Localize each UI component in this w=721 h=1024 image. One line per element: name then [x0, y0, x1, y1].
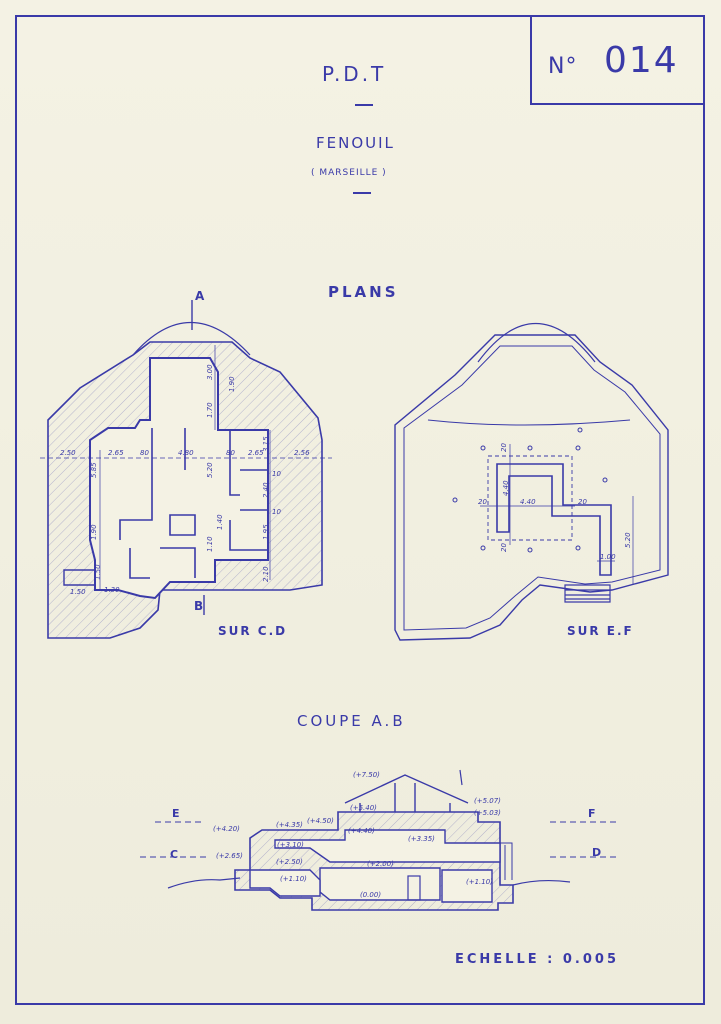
dim-r-7: 1.00: [600, 553, 616, 561]
section-levels: (+7.50) (+5.40) (+5.07) (+5.03) (+4.35) …: [213, 771, 501, 899]
section-ground-left: [167, 877, 241, 889]
sheet-title: P.D.T: [322, 62, 387, 86]
plan-right-inner: [403, 345, 661, 631]
level-11: (+2.50): [276, 858, 303, 866]
dim-l-12: 3.15: [262, 436, 270, 452]
dim-r-3: 4.40: [520, 498, 536, 506]
dim-l-10: 1.90: [228, 376, 236, 392]
dim-r-1: 4.40: [502, 480, 510, 496]
sheet-number: 014: [604, 40, 679, 81]
plan-right-dots: [452, 427, 608, 553]
level-4: (+4.35): [276, 821, 303, 829]
dim-l-19: 1.50: [94, 564, 102, 580]
level-7: (+3.35): [408, 835, 435, 843]
sheet-number-prefix: N°: [548, 54, 578, 79]
dim-l-16: 1.10: [206, 536, 214, 552]
dim-l-7: 5.85: [90, 462, 98, 478]
plan-right-caption: SUR E.F: [567, 624, 634, 638]
plan-right-dashed-frame: [487, 455, 573, 541]
level-marker-d: D: [592, 846, 601, 859]
dim-l-23: 10: [272, 508, 281, 516]
plan-left-inner: [89, 357, 269, 600]
dim-l-0: 2.50: [60, 449, 76, 457]
section-view: [167, 769, 571, 911]
section-room-upper: [274, 829, 501, 863]
level-5: (+4.50): [307, 817, 334, 825]
section-door: [407, 875, 421, 901]
plan-right: [394, 323, 669, 641]
dim-l-20: 1.50: [70, 588, 86, 596]
dim-l-14: 2.40: [262, 482, 270, 498]
plans-heading: PLANS: [328, 283, 399, 301]
dim-l-22: 10: [272, 470, 281, 478]
dim-l-9: 3.00: [206, 364, 214, 380]
level-0: (+7.50): [353, 771, 380, 779]
section-heading: COUPE A.B: [297, 712, 406, 730]
level-8: (+4.20): [213, 825, 240, 833]
level-marker-c: C: [170, 848, 178, 861]
plan-right-stairs: [564, 584, 611, 603]
dim-l-11: 1.70: [206, 402, 214, 418]
dim-l-13: 5.20: [206, 462, 214, 478]
dim-r-6: 5.20: [624, 532, 632, 548]
level-6: (+4.40): [348, 827, 375, 835]
section-room-right: [441, 869, 493, 903]
section-level-lines: [140, 821, 618, 858]
section-level-markers: E C F D: [170, 807, 601, 861]
section-ground-right: [512, 879, 571, 886]
level-13: (+1.10): [280, 875, 307, 883]
marker-a: A: [195, 289, 205, 303]
plan-right-pillar-outline: [496, 463, 612, 576]
marker-b: B: [194, 599, 203, 613]
dim-l-15: 1.95: [262, 524, 270, 540]
city-divider: [353, 192, 371, 194]
dim-r-4: 20: [578, 498, 587, 506]
plan-left-dome: [132, 322, 251, 356]
dim-r-5: 20: [500, 543, 508, 552]
section-roof: [344, 774, 469, 812]
dim-l-6: 2.56: [294, 449, 310, 457]
sheet-border: [15, 15, 705, 1005]
plan-left-caption: SUR C.D: [218, 624, 288, 638]
dim-l-8: 1.90: [90, 524, 98, 540]
dim-l-3: 4.80: [178, 449, 194, 457]
plan-left-dimensions: 2.50 2.65 80 4.80 80 2.65 2.56 5.85 1.90…: [60, 364, 310, 596]
level-2: (+5.07): [474, 797, 501, 805]
title-divider: [355, 104, 373, 106]
plan-right-dimensions: 20 4.40 20 4.40 20 20 5.20 1.00: [478, 443, 632, 561]
dim-l-21: 1.30: [104, 586, 120, 594]
level-1: (+5.40): [350, 804, 377, 812]
level-15: (+1.10): [466, 878, 493, 886]
plan-right-dome: [477, 323, 596, 363]
sheet-number-box: [530, 15, 705, 105]
plan-left: [40, 300, 332, 639]
dim-l-2: 80: [140, 449, 149, 457]
level-marker-f: F: [588, 807, 596, 820]
scale-label: ECHELLE : 0.005: [455, 952, 619, 967]
dim-l-4: 80: [226, 449, 235, 457]
level-10: (+2.65): [216, 852, 243, 860]
sheet-subtitle: FENOUIL: [316, 134, 395, 152]
sheet-city: ( MARSEILLE ): [311, 168, 387, 178]
section-stair-right: [500, 842, 513, 880]
level-9: (+3.10): [277, 841, 304, 849]
plan-right-outline: [394, 334, 669, 641]
plan-right-ledge: [427, 419, 631, 426]
dim-l-17: 2.10: [262, 566, 270, 582]
plan-left-entrance: [63, 569, 96, 586]
dim-l-18: 1.40: [216, 514, 224, 530]
level-3: (+5.03): [474, 809, 501, 817]
section-antenna: [459, 769, 463, 786]
level-14: (0.00): [360, 891, 381, 899]
section-room-left: [249, 869, 321, 897]
dim-r-0: 20: [500, 443, 508, 452]
dim-l-1: 2.65: [108, 449, 124, 457]
level-12: (+2.00): [367, 860, 394, 868]
level-marker-e: E: [172, 807, 180, 820]
dim-l-5: 2.65: [248, 449, 264, 457]
dim-r-2: 20: [478, 498, 487, 506]
plan-left-walls: [119, 428, 268, 579]
